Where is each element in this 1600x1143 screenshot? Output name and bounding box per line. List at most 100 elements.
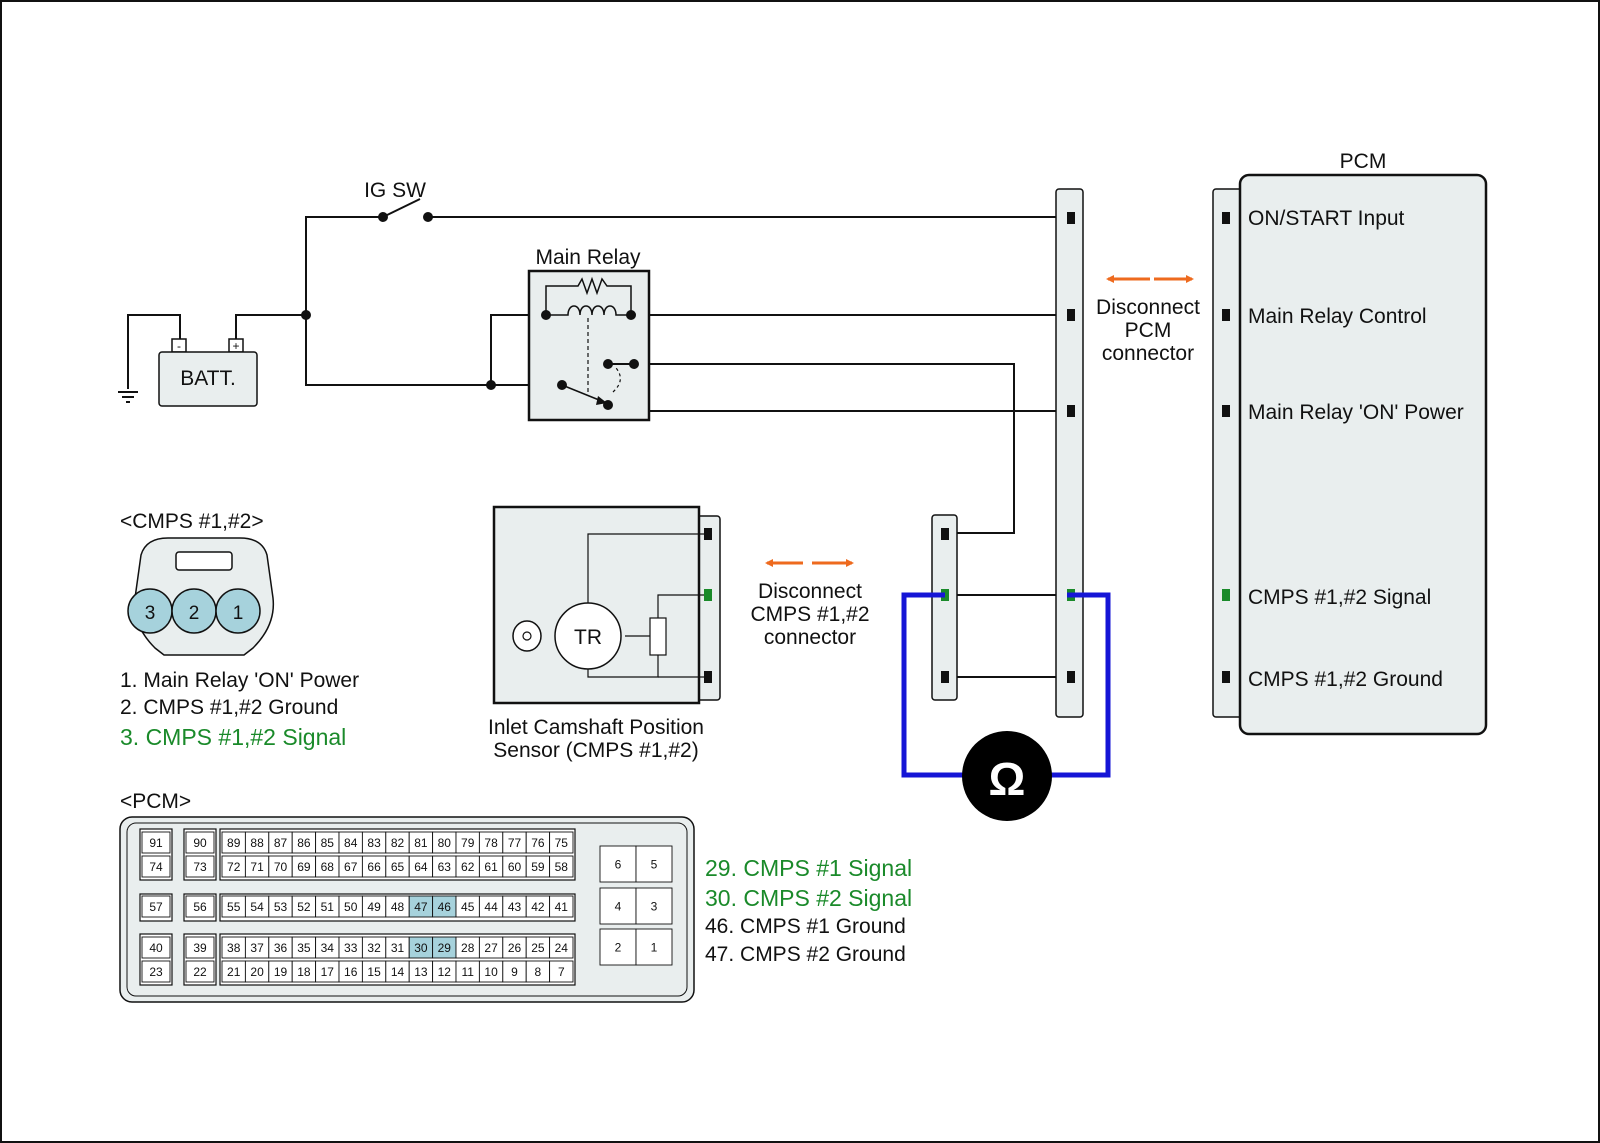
pcm-pin-number: 26 [508,941,522,955]
pcm-pin-number: 78 [484,836,498,850]
pcm-pin-number: 7 [558,965,565,979]
pcm-pin-number: 34 [321,941,335,955]
cmps-pin-3: 3 [145,603,156,624]
pcm-pin-number: 48 [391,900,405,914]
pcm-pin-number: 29 [438,941,452,955]
pcm-pin-number: 47 [414,900,428,914]
pcm-pin-number: 37 [250,941,264,955]
pcm-pin-number: 33 [344,941,358,955]
pcm-pin-number: 73 [193,860,207,874]
pcm-pin-number: 10 [484,965,498,979]
pcm-pin-number: 45 [461,900,475,914]
cmps-sensor: TR Inlet Camshaft Position Sensor (CMPS … [488,505,721,762]
pcm-pin-number: 79 [461,836,475,850]
pcm-pin-number: 60 [508,860,522,874]
battery: - + BATT. [158,338,258,407]
pcm-pin-number: 62 [461,860,475,874]
disconnect-cmps-line1: Disconnect [758,580,862,603]
pcm-pin-number: 8 [535,965,542,979]
pcm-pin-number: 32 [367,941,381,955]
disconnect-pcm-note: Disconnect PCM connector [1096,275,1200,365]
pcm-pin-number: 84 [344,836,358,850]
pcm-pin-number: 6 [615,858,622,872]
cmps-connector-title: <CMPS #1,#2> [120,510,264,533]
disconnect-cmps-line2: CMPS #1,#2 [750,603,869,626]
pcm-pin-number: 35 [297,941,311,955]
disconnect-pcm-line1: Disconnect [1096,296,1200,319]
pcm-pin-cell [185,855,215,878]
main-relay: Main Relay [527,246,651,422]
pcm-pin-number: 55 [227,900,241,914]
pcm-pin-number: 67 [344,860,358,874]
pcm-pin-number: 3 [651,900,658,914]
pcm-pin-cmps-signal: CMPS #1,#2 Signal [1248,586,1431,609]
pcm-pin-number: 41 [555,900,569,914]
pcm-pin-number: 82 [391,836,405,850]
pcm-pin-number: 90 [193,836,207,850]
pcm-pin-number: 40 [149,941,163,955]
pcm-pin-number: 91 [149,836,163,850]
pcm-pin-number: 72 [227,860,241,874]
pcm-title: PCM [1340,150,1387,173]
pcm-legend-47: 47. CMPS #2 Ground [705,943,906,966]
pcm-pin-number: 25 [531,941,545,955]
pcm-pin-cell [549,936,574,959]
pcm-pin-number: 76 [531,836,545,850]
disconnect-pcm-line2: PCM [1125,319,1172,342]
pcm-pin-number: 61 [484,860,498,874]
pcm-body [1238,173,1488,736]
cmps-connector-face: <CMPS #1,#2> 3 2 1 1. Main Relay 'ON' Po… [120,510,359,750]
pcm-pin-number: 2 [615,941,622,955]
junction-dot [301,310,311,320]
pcm-pin-number: 20 [250,965,264,979]
pcm-pin-number: 5 [651,858,658,872]
pcm-pin-number: 70 [274,860,288,874]
cmps-legend-3: 3. CMPS #1,#2 Signal [120,724,346,750]
pcm-pin-cell [599,887,637,925]
pcm-legend-30: 30. CMPS #2 Signal [705,885,912,911]
relay-output-to-cmps-wire [634,363,1015,534]
ig-sw-label: IG SW [364,179,426,202]
pcm-pin-number: 74 [149,860,163,874]
cmps-harness-connector [931,514,958,701]
pcm-harness-connector [1055,188,1084,718]
pcm-pin-number: 12 [438,965,452,979]
pcm-pin-number: 69 [297,860,311,874]
pcm-pin-number: 46 [438,900,452,914]
cmps-pin-2: 2 [189,603,200,624]
pcm-module: PCM ON/START Input Main Relay Control Ma… [1212,150,1488,736]
pcm-pin-number: 15 [367,965,381,979]
pcm-pin-number: 16 [344,965,358,979]
pcm-pin-number: 83 [367,836,381,850]
pcm-pin-main-relay-control: Main Relay Control [1248,305,1427,328]
pcm-pin-number: 77 [508,836,522,850]
disconnect-pcm-line3: connector [1102,342,1194,365]
pcm-pin-number: 64 [414,860,428,874]
pcm-pin-number: 30 [414,941,428,955]
pcm-pin-number: 14 [391,965,405,979]
pcm-pin-number: 28 [461,941,475,955]
pcm-pin-number: 50 [344,900,358,914]
pcm-pin-cell [141,960,171,983]
pcm-pin-number: 53 [274,900,288,914]
pcm-pin-number: 54 [250,900,264,914]
pcm-pin-number: 66 [367,860,381,874]
pcm-pin-number: 4 [615,900,622,914]
pcm-pin-cell [549,895,574,918]
pcm-pin-number: 1 [651,941,658,955]
batt-minus: - [177,339,181,353]
pcm-pin-main-relay-on-power: Main Relay 'ON' Power [1248,401,1464,424]
main-relay-label: Main Relay [535,246,641,269]
pcm-pin-number: 80 [438,836,452,850]
pcm-legend-46: 46. CMPS #1 Ground [705,915,906,938]
junction-dot [486,380,496,390]
pcm-pin-number: 31 [391,941,405,955]
pcm-pin-cell [141,895,171,918]
omega-symbol: Ω [989,753,1026,805]
pcm-pin-cell [185,960,215,983]
pcm-pin-cell [635,928,673,966]
